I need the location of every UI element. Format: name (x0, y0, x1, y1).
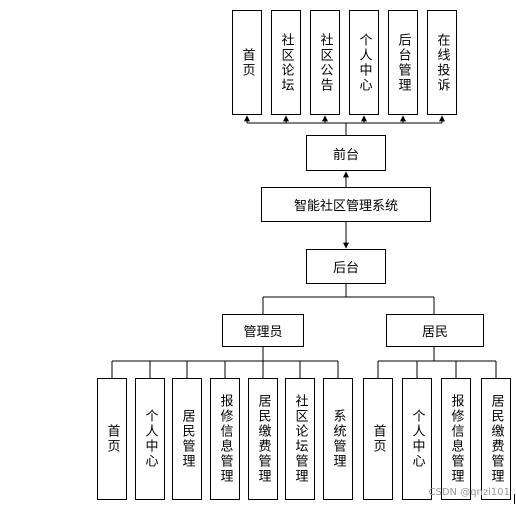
admin-module-label: 报修信息管理 (217, 394, 233, 484)
admin-module-label: 居民管理 (179, 409, 195, 469)
resident-module-label: 个人中心 (409, 409, 425, 469)
resident-module-label: 首页 (370, 424, 386, 454)
watermark-text: CSDN @qnzl101 (428, 487, 511, 498)
admin-module-profile: 个人中心 (135, 378, 165, 500)
front-node: 前台 (306, 135, 386, 171)
resident-module-label: 报修信息管理 (448, 394, 464, 484)
admin-module-label: 社区论坛管理 (292, 394, 308, 484)
admin-module-home: 首页 (97, 378, 127, 500)
front-connectors (244, 115, 445, 135)
admin-module-label: 系统管理 (330, 409, 346, 469)
front-module-profile: 个人中心 (349, 10, 379, 115)
front-module-complaint: 在线投诉 (427, 10, 457, 115)
admin-module-forum: 社区论坛管理 (285, 378, 315, 500)
resident-title: 居民 (421, 325, 448, 340)
edge-mark (514, 494, 515, 504)
admin-module-label: 个人中心 (142, 409, 158, 469)
resident-module-home: 首页 (363, 378, 393, 500)
admin-module-residents: 居民管理 (172, 378, 202, 500)
admin-module-payments: 居民缴费管理 (248, 378, 278, 500)
front-module-label: 在线投诉 (434, 32, 450, 93)
back-title: 后台 (332, 261, 359, 276)
admin-node: 管理员 (222, 314, 304, 347)
back-connectors (262, 284, 435, 314)
admin-title: 管理员 (243, 325, 283, 340)
back-node: 后台 (306, 249, 386, 284)
admin-module-label: 居民缴费管理 (255, 394, 271, 484)
front-module-label: 首页 (239, 47, 255, 78)
front-module-label: 个人中心 (356, 32, 372, 93)
resident-module-payments: 居民缴费管理 (481, 378, 511, 500)
resident-module-repairs: 报修信息管理 (441, 378, 471, 500)
front-module-label: 社区公告 (317, 32, 333, 93)
admin-connectors (111, 347, 339, 378)
admin-module-system: 系统管理 (323, 378, 353, 500)
admin-module-repairs: 报修信息管理 (210, 378, 240, 500)
front-module-forum: 社区论坛 (271, 10, 301, 115)
system-title: 智能社区管理系统 (293, 199, 398, 214)
resident-module-label: 居民缴费管理 (488, 394, 504, 484)
front-module-home: 首页 (232, 10, 262, 115)
front-title: 前台 (332, 147, 359, 163)
front-module-label: 后台管理 (395, 32, 411, 93)
resident-connectors (377, 347, 497, 378)
resident-module-profile: 个人中心 (402, 378, 432, 500)
front-module-admin-entry: 后台管理 (388, 10, 418, 115)
resident-node: 居民 (386, 314, 484, 347)
front-module-label: 社区论坛 (278, 32, 294, 93)
admin-module-label: 首页 (104, 424, 120, 454)
front-module-notice: 社区公告 (310, 10, 340, 115)
system-node: 智能社区管理系统 (261, 187, 431, 222)
